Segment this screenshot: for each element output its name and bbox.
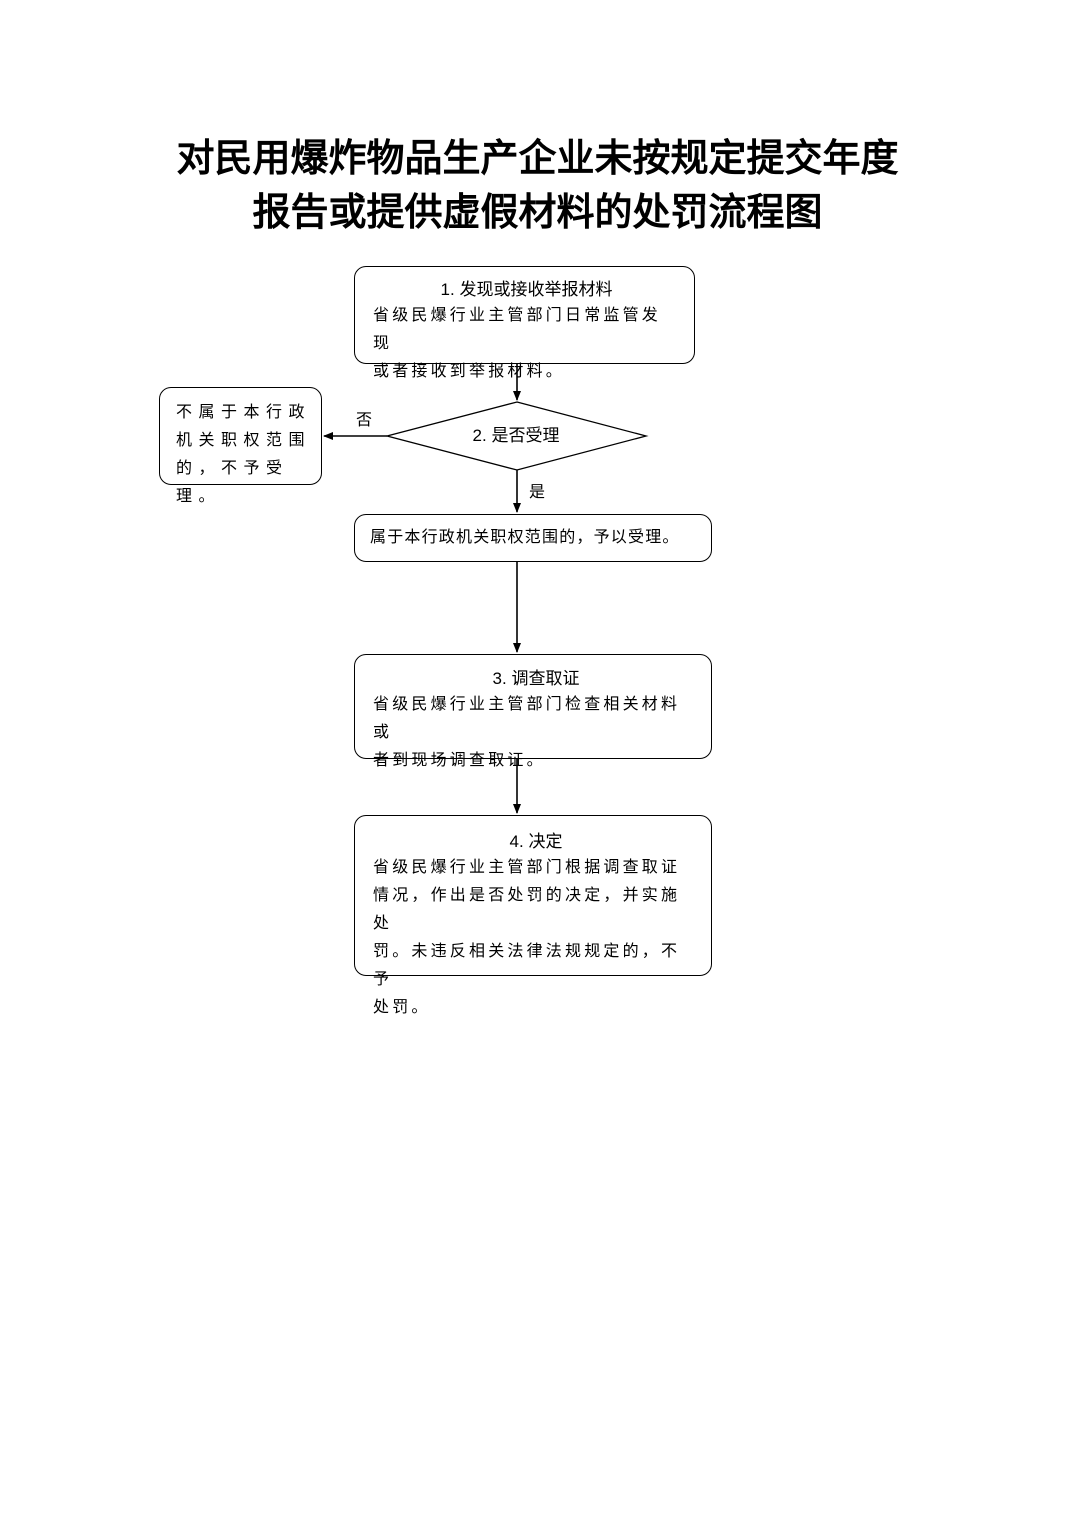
decision-label: 2. 是否受理 xyxy=(472,426,560,445)
step-decide-line-2: 情况，作出是否处罚的决定，并实施处 xyxy=(373,885,681,932)
step-discover-line-2: 或者接收到举报材料。 xyxy=(373,361,566,380)
step-decide-line-1: 省级民爆行业主管部门根据调查取证 xyxy=(373,857,681,876)
step-decide-line-4: 处罚。 xyxy=(373,997,431,1016)
step-discover-heading: 1. 发现或接收举报材料 xyxy=(440,280,613,299)
accept-text: 属于本行政机关职权范围的，予以受理。 xyxy=(370,527,680,546)
step-investigate-line-2: 者到现场调查取证。 xyxy=(373,750,546,769)
step-discover-box: 1. 发现或接收举报材料 省级民爆行业主管部门日常监管发现 或者接收到举报材料。 xyxy=(354,266,695,380)
reject-line-2: 机关职权范围 xyxy=(176,430,312,449)
accept-box: 属于本行政机关职权范围的，予以受理。 xyxy=(354,514,712,562)
page-title-line-2: 报告或提供虚假材料的处罚流程图 xyxy=(252,190,823,234)
edge-label-yes: 是 xyxy=(529,482,546,501)
reject-line-1: 不属于本行政 xyxy=(176,402,312,421)
step-investigate-box: 3. 调查取证 省级民爆行业主管部门检查相关材料或 者到现场调查取证。 xyxy=(354,654,712,769)
step-decide-box: 4. 决定 省级民爆行业主管部门根据调查取证 情况，作出是否处罚的决定，并实施处… xyxy=(354,815,712,1016)
step-decide-line-3: 罚。未违反相关法律法规规定的，不予 xyxy=(373,941,681,988)
step-investigate-heading: 3. 调查取证 xyxy=(492,669,580,688)
step-discover-line-1: 省级民爆行业主管部门日常监管发现 xyxy=(373,305,662,352)
step-decide-heading: 4. 决定 xyxy=(509,832,563,851)
reject-line-3: 的，不予受理。 xyxy=(176,458,289,505)
reject-box: 不属于本行政 机关职权范围 的，不予受理。 xyxy=(159,387,322,505)
page-title-line-1: 对民用爆炸物品生产企业未按规定提交年度 xyxy=(176,136,899,180)
edge-label-no: 否 xyxy=(356,410,373,429)
step-investigate-line-1: 省级民爆行业主管部门检查相关材料或 xyxy=(373,694,681,741)
